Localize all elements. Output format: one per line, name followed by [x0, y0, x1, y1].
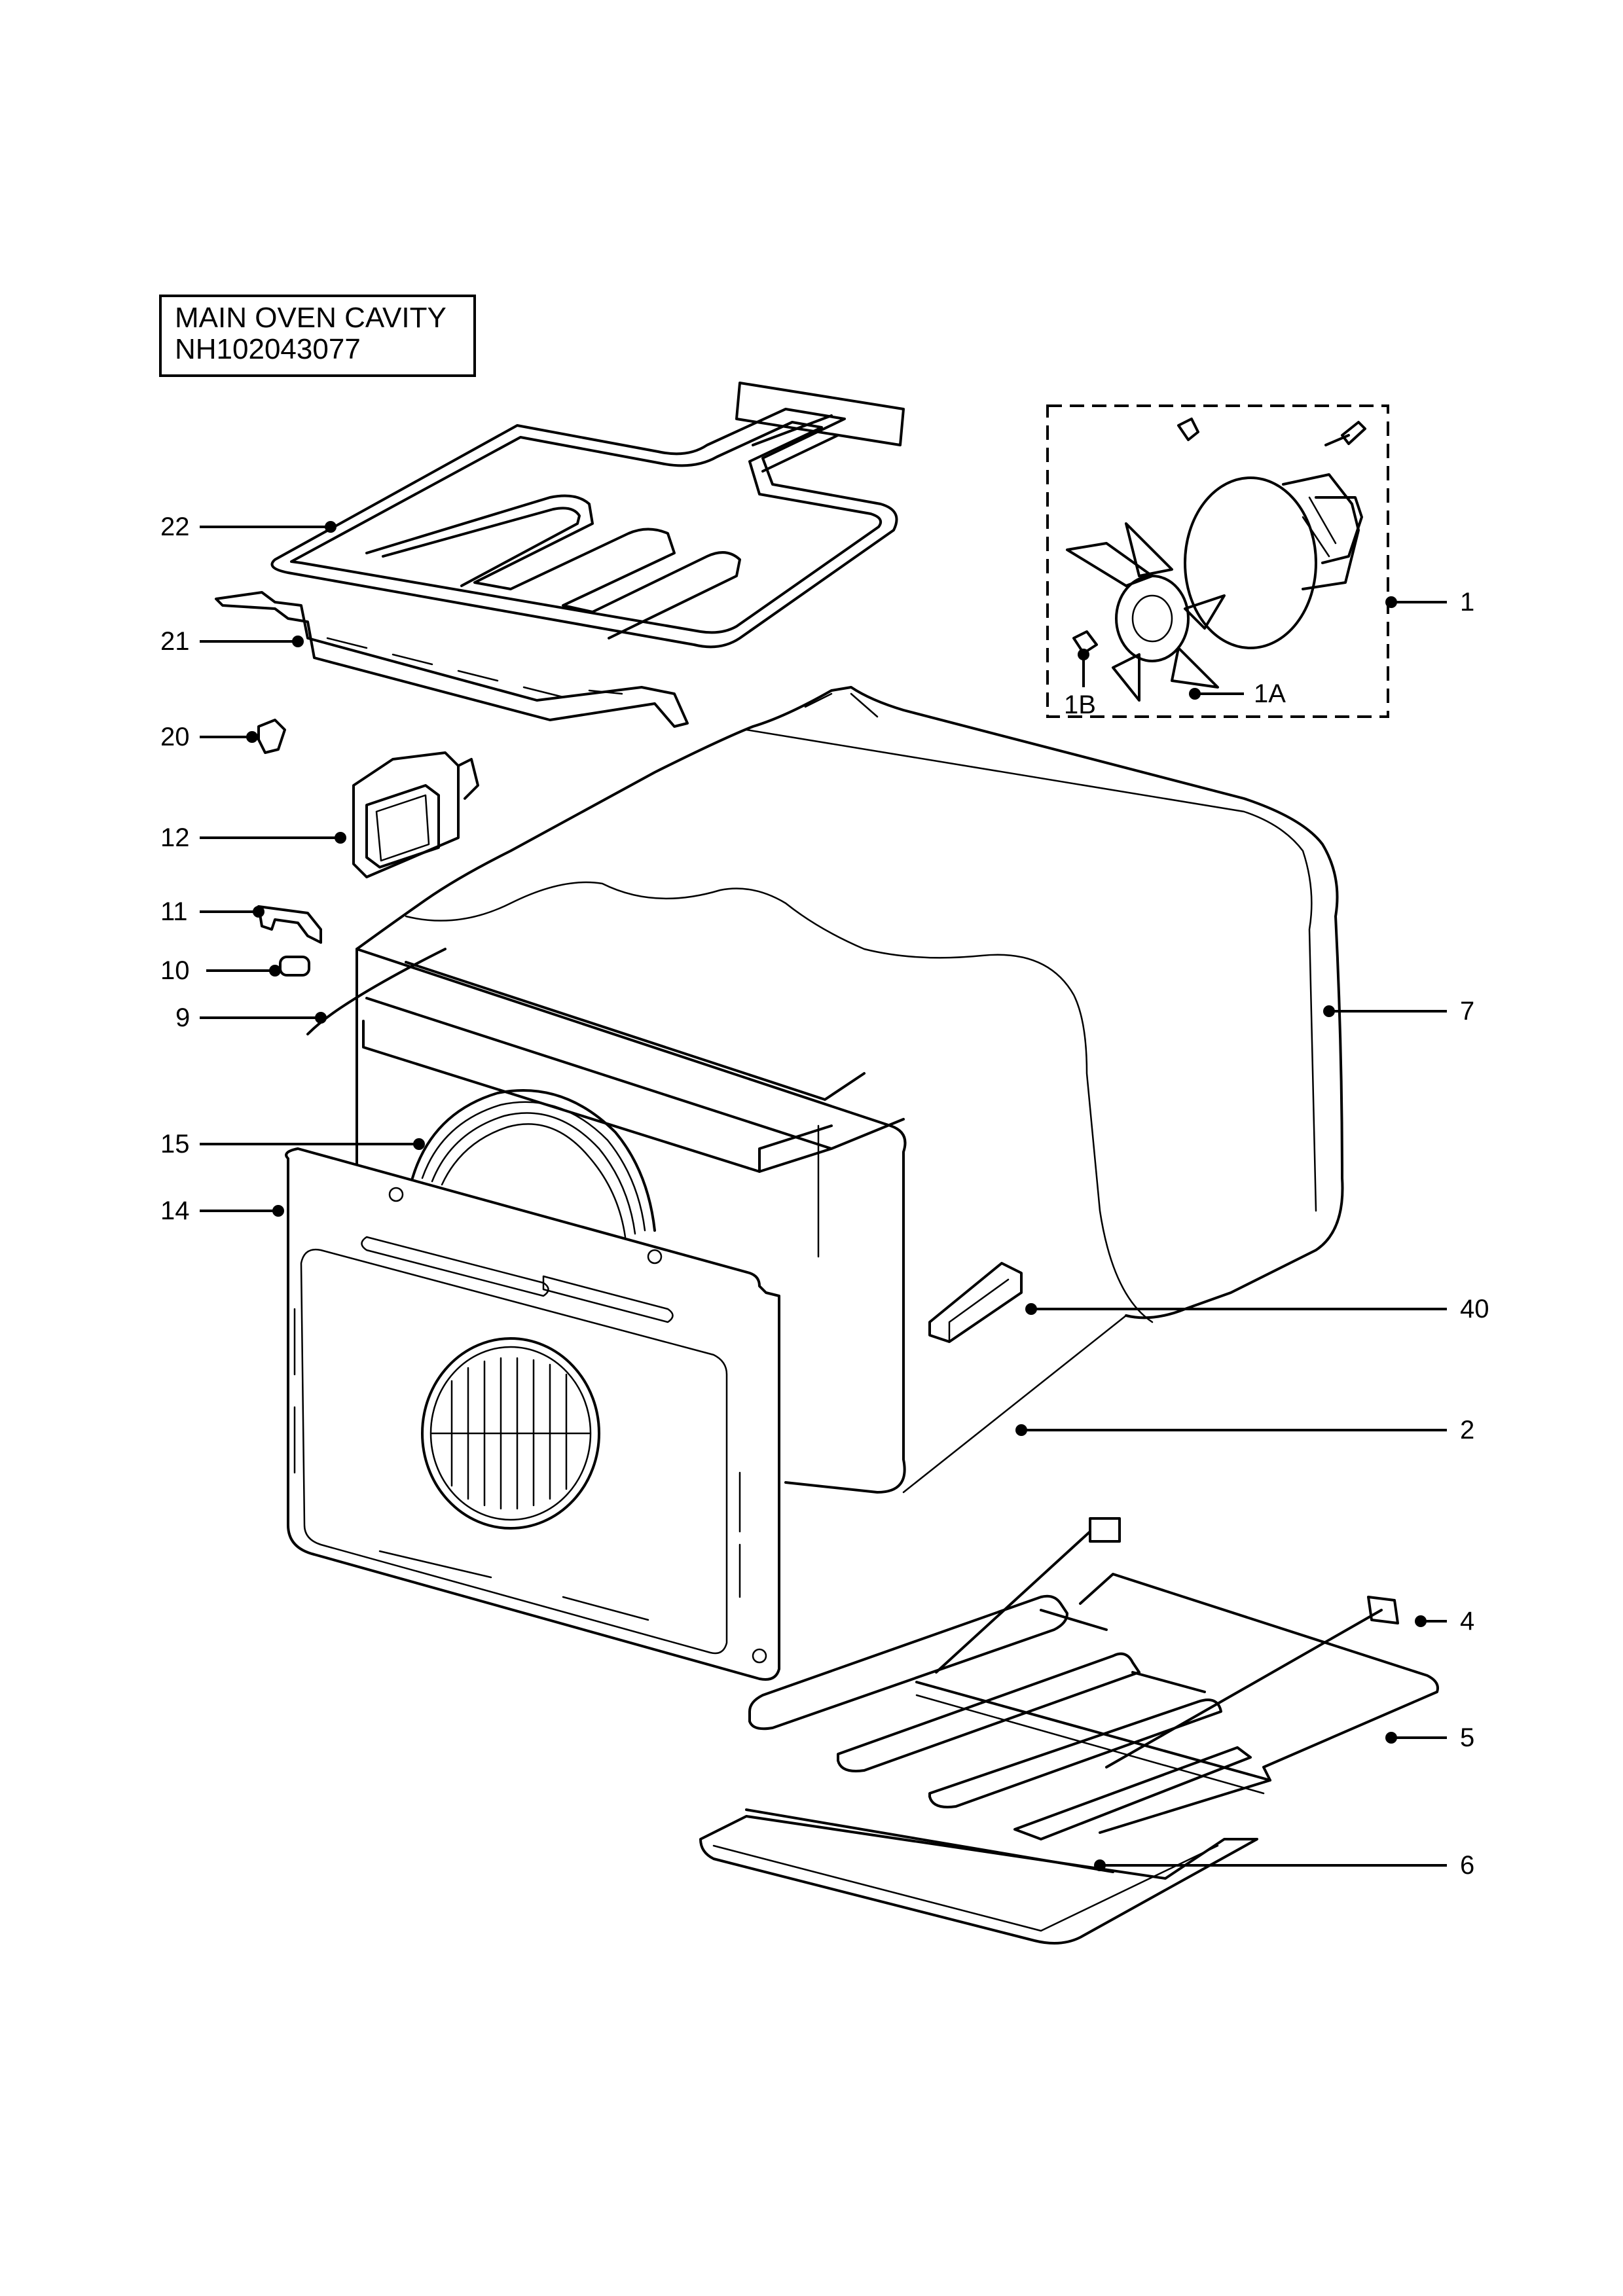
callout-1B: 1B — [1064, 691, 1096, 719]
callout-14: 14 — [160, 1196, 190, 1225]
bracket-strip-21[interactable] — [215, 591, 689, 728]
callout-20: 20 — [160, 723, 190, 751]
callout-6: 6 — [1460, 1851, 1474, 1880]
callout-leaders — [200, 521, 1447, 1871]
diagram-part-number: NH102043077 — [175, 333, 361, 365]
callout-labels: 22 21 20 12 11 10 9 15 14 1 1A 1B 7 40 2… — [160, 512, 1489, 1880]
callout-1A: 1A — [1254, 679, 1286, 708]
fan-assembly-box — [1046, 404, 1389, 718]
rod-4[interactable] — [935, 1517, 1399, 1768]
callout-22: 22 — [160, 512, 190, 541]
cylinder-10[interactable] — [279, 956, 310, 977]
callout-11: 11 — [160, 897, 188, 926]
callout-40: 40 — [1460, 1295, 1489, 1323]
diagram-title: MAIN OVEN CAVITY — [175, 302, 447, 334]
callout-12: 12 — [160, 823, 190, 852]
fan-blade-1A[interactable] — [1066, 522, 1226, 702]
callout-9: 9 — [175, 1003, 190, 1032]
insulation-wrap-7[interactable] — [356, 686, 1344, 1323]
callout-1: 1 — [1460, 588, 1474, 617]
callout-10: 10 — [160, 956, 190, 985]
callout-7: 7 — [1460, 997, 1474, 1026]
cable-9[interactable] — [306, 948, 447, 1035]
callout-5: 5 — [1460, 1723, 1474, 1752]
lamp-housing-12[interactable] — [352, 751, 479, 878]
grill-element-22[interactable] — [270, 382, 905, 649]
back-panel-14[interactable] — [285, 1147, 780, 1681]
callout-4: 4 — [1460, 1607, 1474, 1636]
drip-tray-6[interactable] — [699, 1808, 1258, 1945]
clip-20[interactable] — [257, 719, 286, 754]
callout-21: 21 — [160, 627, 190, 656]
diagram-title-box: MAIN OVEN CAVITY NH102043077 — [159, 295, 476, 377]
wire-guard-15[interactable] — [411, 1089, 656, 1238]
fan-assembly-1[interactable] — [1177, 418, 1366, 649]
bracket-11[interactable] — [257, 905, 322, 944]
fan-nut-1B[interactable] — [1072, 630, 1098, 655]
callout-2: 2 — [1460, 1416, 1474, 1444]
callout-15: 15 — [160, 1130, 190, 1158]
bracket-40[interactable] — [928, 1262, 1023, 1343]
bottom-element-5[interactable] — [748, 1573, 1439, 1840]
